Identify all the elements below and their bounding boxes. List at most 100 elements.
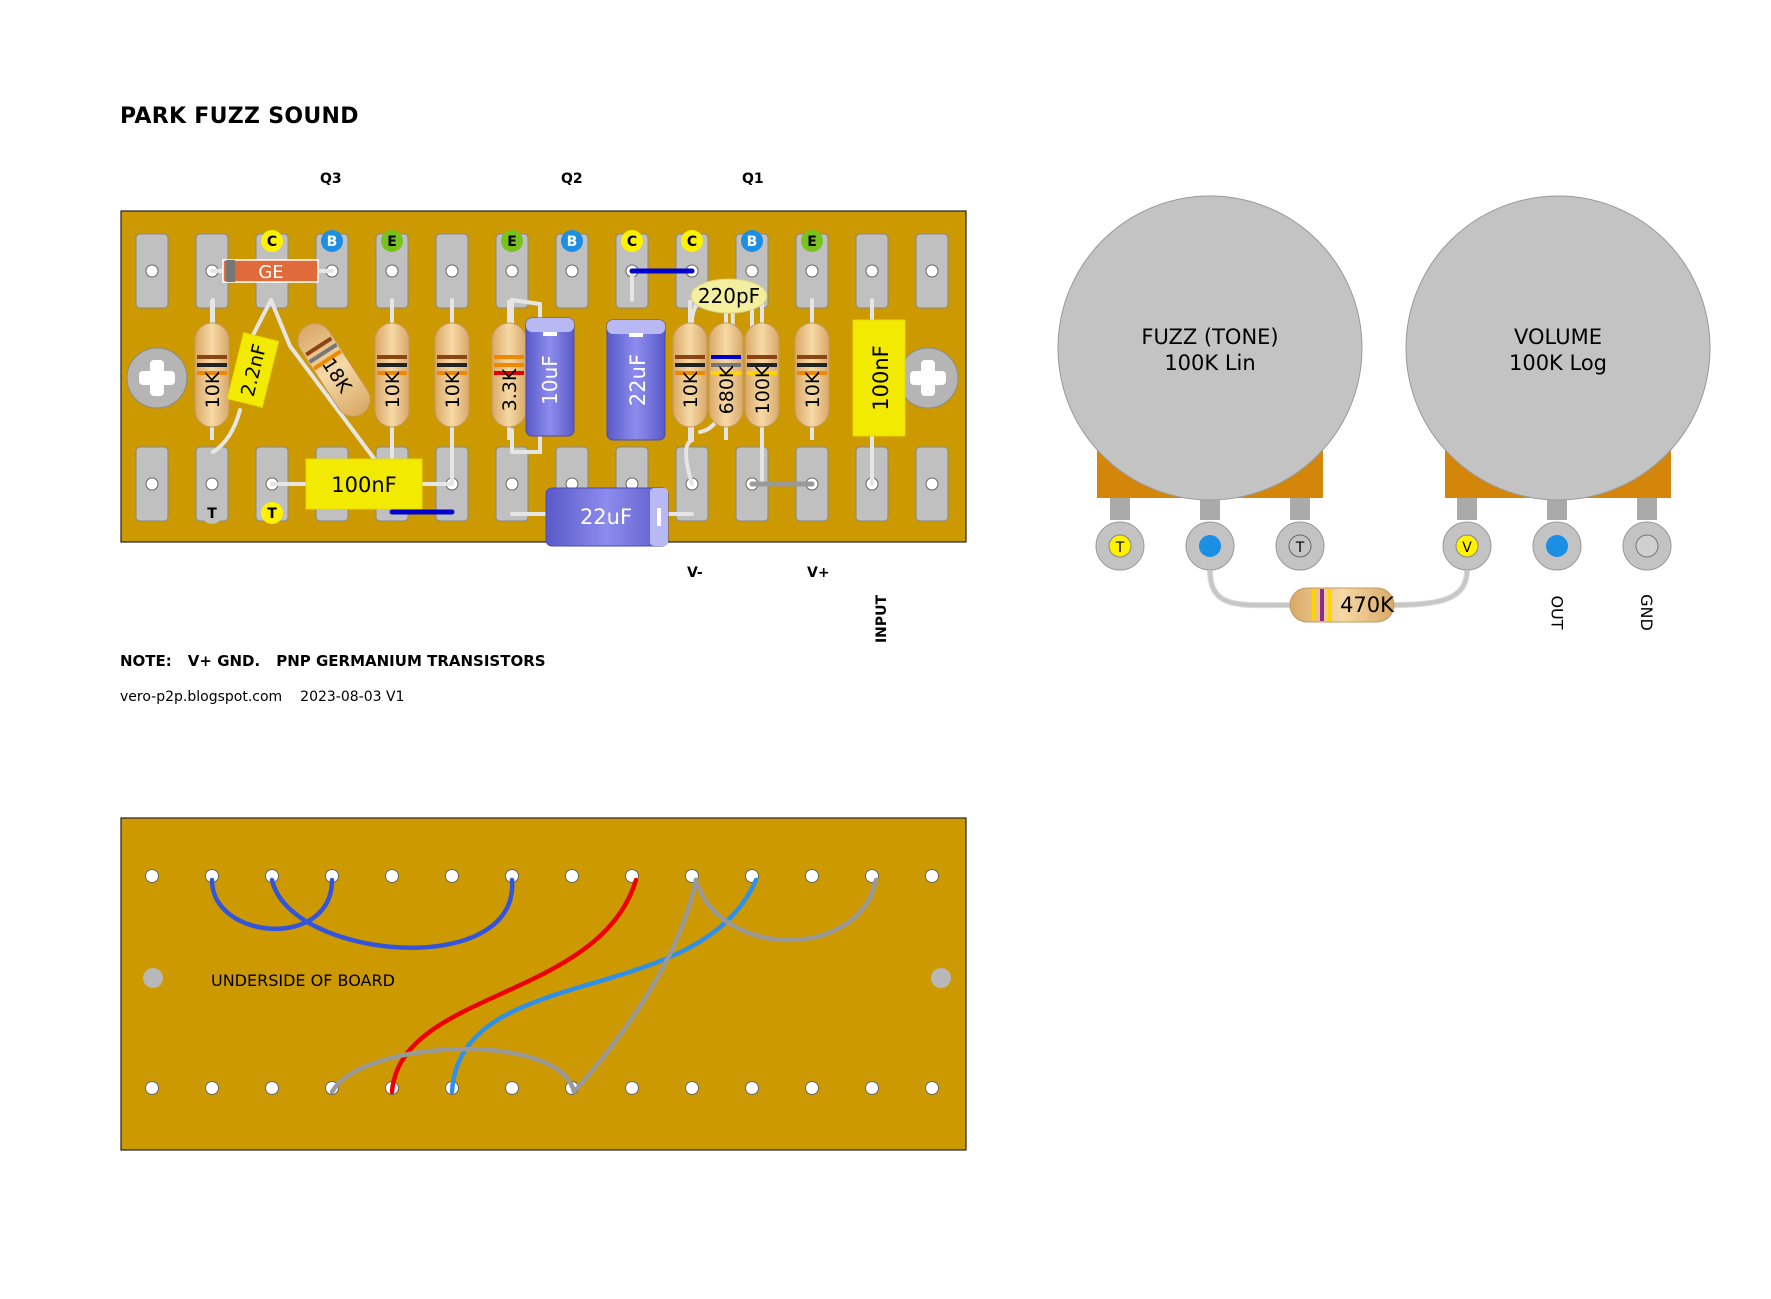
- q1-label: Q1: [742, 171, 764, 187]
- svg-text:V: V: [1462, 540, 1472, 556]
- resistor-10k-690: 10K: [672, 300, 708, 440]
- svg-text:C: C: [687, 234, 697, 250]
- cap-22uf-horizontal: 22uF: [545, 487, 669, 547]
- credit-date: 2023-08-03 V1: [300, 689, 405, 705]
- svg-text:C: C: [627, 234, 637, 250]
- pin-badge-2: B: [321, 230, 343, 252]
- gnd-label: GND: [1636, 594, 1656, 631]
- mount-screw-left: [126, 347, 188, 409]
- hole-top-8: [565, 869, 579, 883]
- pot-fuzz: FUZZ (TONE) 100K Lin T T: [1057, 195, 1363, 571]
- strip-bottom-1: [135, 446, 169, 522]
- svg-text:100nF: 100nF: [869, 345, 893, 410]
- resistor-680k-726: 680K: [708, 300, 744, 440]
- svg-text:10K: 10K: [382, 371, 404, 408]
- svg-text:T: T: [267, 506, 277, 522]
- q3-label: Q3: [320, 171, 342, 187]
- cap-220pf: 220pF: [690, 278, 768, 314]
- pin-badge-5: B: [561, 230, 583, 252]
- svg-text:T: T: [207, 506, 217, 522]
- hole-bottom-3: [265, 1081, 279, 1095]
- svg-text:B: B: [747, 234, 758, 250]
- pot-fuzz-name: FUZZ (TONE): [1141, 325, 1278, 349]
- svg-text:22uF: 22uF: [580, 505, 632, 529]
- strip-top-6: [435, 233, 469, 309]
- note-prefix: NOTE:: [120, 652, 172, 670]
- q2-label: Q2: [561, 171, 583, 187]
- strip-top-8: [555, 233, 589, 309]
- underside-wires: [209, 877, 879, 1095]
- svg-text:3.3K: 3.3K: [499, 368, 521, 411]
- mount-screw-right: [897, 347, 959, 409]
- underside-label: UNDERSIDE OF BOARD: [211, 971, 395, 990]
- strip-bottom-2: [195, 446, 229, 522]
- wire-grey-3: [329, 1047, 577, 1095]
- pot-fuzz-value: 100K Lin: [1164, 351, 1255, 375]
- strip-bottom-14: [915, 446, 949, 522]
- v-minus-label: V-: [687, 565, 703, 581]
- svg-text:GE: GE: [258, 262, 283, 283]
- resistor-10k-812: 10K: [794, 300, 830, 440]
- note-transistors: PNP GERMANIUM TRANSISTORS: [276, 652, 546, 670]
- pin-badge-4: E: [501, 230, 523, 252]
- resistor-3k3-509: 3.3K: [491, 300, 527, 440]
- cap-100nf-bottom: 100nF: [270, 458, 452, 510]
- hole-top-6: [445, 869, 459, 883]
- resistor-10k-452: 10K: [434, 300, 470, 440]
- svg-text:100K: 100K: [752, 365, 774, 414]
- wire-grey-1: [693, 877, 879, 943]
- wire-blue-2: [269, 877, 515, 950]
- svg-text:E: E: [387, 234, 397, 250]
- hole-bottom-1: [145, 1081, 159, 1095]
- v-plus-label: V+: [807, 565, 830, 581]
- hole-top-12: [805, 869, 819, 883]
- pin-badge-7: C: [681, 230, 703, 252]
- diode-ge: GE: [212, 259, 332, 283]
- hole-bottom-10: [685, 1081, 699, 1095]
- svg-text:T: T: [1115, 540, 1125, 556]
- pin-badge-9: E: [801, 230, 823, 252]
- svg-text:10K: 10K: [680, 371, 702, 408]
- pin-badge-11: T: [261, 502, 283, 524]
- svg-text:680K: 680K: [716, 365, 738, 414]
- wire-blue-1: [209, 877, 335, 931]
- pot-volume-value: 100K Log: [1509, 351, 1607, 375]
- svg-text:10K: 10K: [202, 371, 224, 408]
- hole-bottom-13: [865, 1081, 879, 1095]
- underside-board: UNDERSIDE OF BOARD: [120, 817, 967, 1151]
- pot-volume-name: VOLUME: [1514, 325, 1602, 349]
- strip-top-1: [135, 233, 169, 309]
- cap-10uf: 10uF: [525, 317, 575, 437]
- out-label: OUT: [1547, 595, 1567, 630]
- hole-top-1: [145, 869, 159, 883]
- strip-bottom-7: [495, 446, 529, 522]
- svg-text:100nF: 100nF: [331, 473, 396, 497]
- hole-top-5: [385, 869, 399, 883]
- svg-text:T: T: [1295, 540, 1305, 556]
- svg-text:B: B: [567, 234, 578, 250]
- cap-2n2: 2.2nF: [226, 332, 280, 408]
- svg-text:10K: 10K: [802, 371, 824, 408]
- svg-text:C: C: [267, 234, 277, 250]
- pin-badge-3: E: [381, 230, 403, 252]
- svg-text:E: E: [507, 234, 517, 250]
- hole-bottom-9: [625, 1081, 639, 1095]
- resistor-10k-392: 10K: [374, 300, 410, 440]
- pin-badge-1: C: [261, 230, 283, 252]
- resistor-100k-762: 100K: [744, 300, 780, 440]
- svg-text:22uF: 22uF: [626, 354, 650, 406]
- strip-top-12: [795, 233, 829, 309]
- pot-volume: VOLUME 100K Log V: [1405, 195, 1711, 571]
- wire-grey-2: [571, 877, 699, 1095]
- cap-22uf-vertical: 22uF: [606, 319, 666, 441]
- hole-bottom-14: [925, 1081, 939, 1095]
- pin-badge-8: B: [741, 230, 763, 252]
- cap-100nf-input: 100nF: [852, 319, 906, 437]
- hole-bottom-2: [205, 1081, 219, 1095]
- resistor-470k: 470K: [1207, 569, 1470, 623]
- svg-text:10uF: 10uF: [538, 355, 562, 405]
- svg-text:B: B: [327, 234, 338, 250]
